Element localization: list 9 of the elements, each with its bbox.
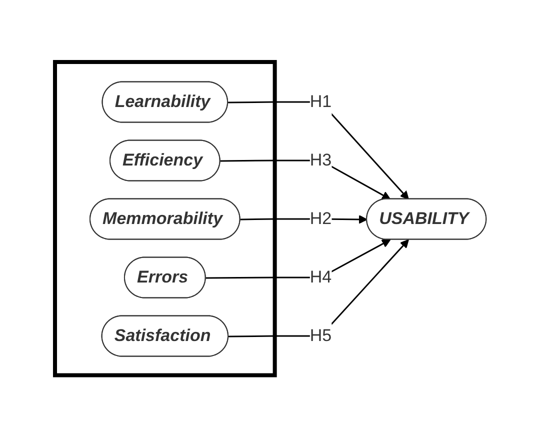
edge-label: H1 <box>310 92 332 112</box>
cluster <box>53 60 278 378</box>
edge-label: H2 <box>310 210 332 229</box>
arrow <box>228 102 410 200</box>
edge-label: H3 <box>310 151 332 170</box>
edge-label: H5 <box>310 326 332 346</box>
edge-label: H4 <box>310 268 332 288</box>
arrow <box>228 240 410 338</box>
arrow <box>206 240 392 280</box>
